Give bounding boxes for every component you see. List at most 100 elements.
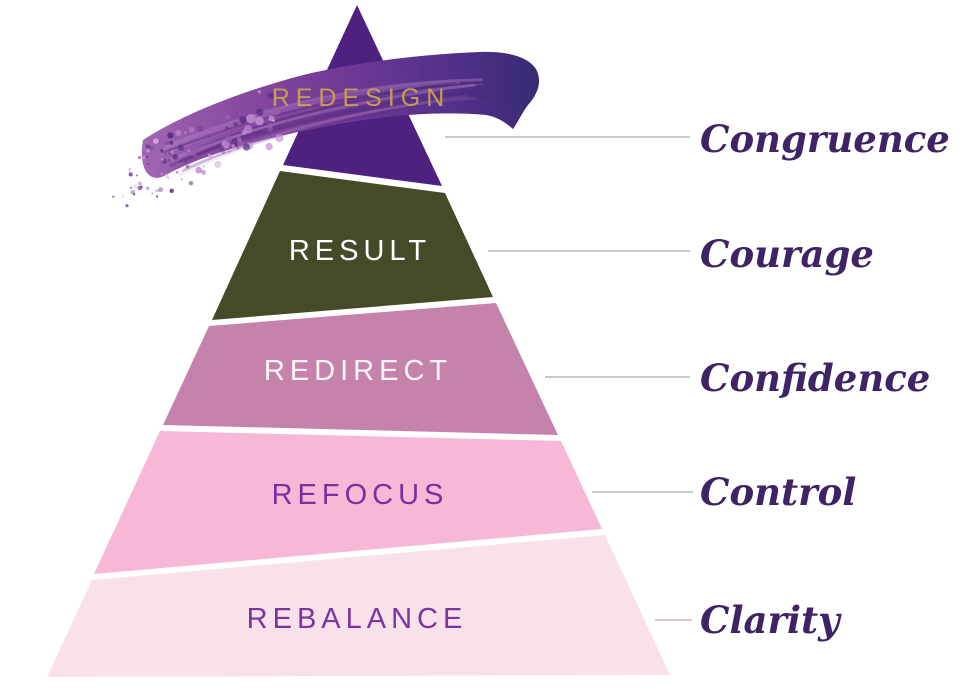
brush-sparkle — [181, 148, 185, 152]
brush-sparkle — [160, 172, 164, 176]
brush-sparkle — [268, 115, 275, 122]
brush-streak — [178, 94, 469, 177]
brush-sparkle — [255, 116, 264, 126]
brush-sparkle — [112, 195, 115, 198]
brush-sparkle — [167, 158, 171, 163]
band-label-redesign: REDESIGN — [272, 84, 451, 112]
brush-sparkle — [196, 125, 204, 132]
brush-sparkle — [177, 144, 184, 151]
brush-sparkle — [211, 146, 216, 151]
brush-sparkle — [155, 195, 159, 198]
brush-sparkle — [172, 154, 178, 160]
brush-sparkle — [169, 188, 174, 193]
brush-sparkle — [231, 144, 235, 148]
brush-streak — [158, 83, 484, 157]
brush-sparkle — [225, 126, 229, 130]
brush-sparkle — [239, 116, 247, 124]
brush-sparkle — [225, 135, 233, 143]
brush-sparkle — [167, 132, 174, 139]
band-refocus — [94, 431, 602, 574]
brush-sparkle — [169, 140, 174, 145]
brush-streak — [182, 96, 477, 172]
brush-sparkle — [275, 133, 284, 142]
annotation-confidence: Confidence — [700, 356, 930, 400]
brush-sparkle — [246, 114, 256, 124]
brush-streak — [178, 86, 463, 164]
band-label-refocus: REFOCUS — [272, 479, 449, 511]
brush-sparkle — [147, 162, 150, 166]
brush-sparkle — [146, 186, 150, 191]
brush-stroke-decoration — [112, 51, 540, 208]
brush-sparkle — [214, 160, 222, 169]
brush-sparkle — [207, 125, 215, 132]
brush-sparkle — [138, 155, 142, 160]
brush-sparkle — [128, 167, 132, 171]
brush-sparkle — [265, 142, 273, 151]
brush-sparkle — [130, 186, 133, 189]
brush-streak — [167, 82, 473, 152]
brush-streak — [169, 93, 491, 168]
brush-streak — [181, 93, 492, 173]
brush-sparkle — [257, 90, 262, 94]
brush-sparkle — [266, 130, 271, 135]
brush-streak — [185, 81, 457, 155]
brush-sparkle — [271, 106, 281, 116]
brush-sparkle — [151, 192, 154, 195]
brush-sparkle — [142, 156, 146, 160]
brush-sparkle — [157, 190, 160, 192]
brush-sparkle — [226, 142, 231, 146]
brush-sparkle — [256, 136, 259, 139]
brush-sparkle — [187, 149, 191, 153]
brush-streak — [160, 81, 460, 152]
brush-sparkle — [157, 172, 160, 175]
brush-sparkle — [200, 169, 206, 175]
brush-sparkle — [190, 150, 196, 156]
brush-sparkle — [188, 161, 192, 164]
brush-sparkle — [264, 107, 271, 115]
brush-streak — [173, 90, 477, 170]
brush-sparkle — [164, 140, 170, 146]
brush-sparkle — [167, 176, 170, 179]
brush-sparkle — [207, 136, 210, 139]
brush-sparkle — [236, 136, 242, 141]
brush-sparkle — [125, 204, 129, 208]
brush-sparkle — [221, 150, 226, 154]
annotation-congruence: Congruence — [700, 117, 950, 161]
brush-sparkle — [169, 150, 174, 155]
brush-sparkle — [185, 165, 189, 169]
band-label-rebalance: REBALANCE — [247, 603, 468, 635]
brush-sparkle — [160, 149, 164, 153]
brush-sparkle — [155, 189, 158, 192]
brush-sparkle — [256, 108, 264, 116]
brush-sparkle — [225, 117, 228, 120]
brush-sparkle — [188, 181, 194, 186]
brush-sparkle — [180, 178, 183, 181]
annotation-courage: Courage — [700, 232, 874, 276]
band-label-result: RESULT — [289, 235, 431, 267]
brush-sparkle — [128, 172, 133, 177]
brush-sparkle — [267, 122, 274, 129]
brush-sparkle — [153, 138, 159, 144]
brush-sparkle — [146, 148, 150, 153]
brush-sparkle — [175, 171, 179, 174]
band-rebalance — [47, 535, 670, 677]
brush-sparkle — [135, 174, 138, 177]
brush-sparkle — [207, 153, 212, 158]
brush-sparkle — [188, 126, 195, 133]
brush-sparkle — [208, 154, 213, 159]
brush-streak — [164, 78, 483, 148]
brush-streak — [166, 83, 476, 163]
brush-sparkle — [236, 145, 240, 150]
brush-sparkle — [242, 143, 250, 151]
brush-sparkle — [241, 129, 247, 135]
brush-sparkle — [184, 131, 187, 134]
brush-sparkle — [175, 129, 182, 136]
brush-sparkle — [133, 193, 136, 196]
brush-streak — [183, 88, 491, 165]
brush-sparkle — [234, 143, 238, 147]
brush-sparkle — [145, 144, 151, 150]
brush-sparkle — [146, 155, 149, 159]
brush-sparkle — [160, 157, 164, 161]
band-redirect — [163, 303, 558, 435]
